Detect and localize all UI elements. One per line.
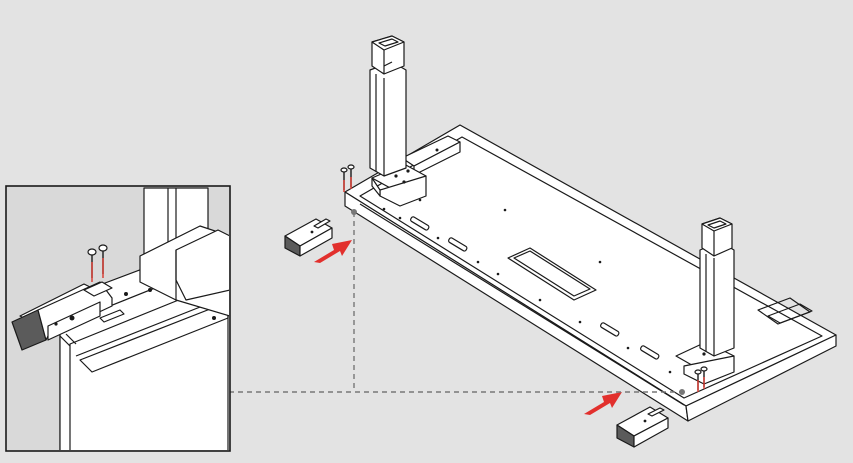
detail-inset: [6, 186, 230, 451]
bumper-right: [617, 407, 668, 447]
bumper-left: [285, 219, 332, 256]
leg-left: [370, 36, 426, 206]
insert-arrow-right: [584, 392, 622, 415]
screw-icon: [348, 165, 354, 189]
screw-icon: [341, 168, 347, 192]
leg-right-column: [700, 242, 734, 356]
arrow-right-icon: [584, 392, 622, 415]
